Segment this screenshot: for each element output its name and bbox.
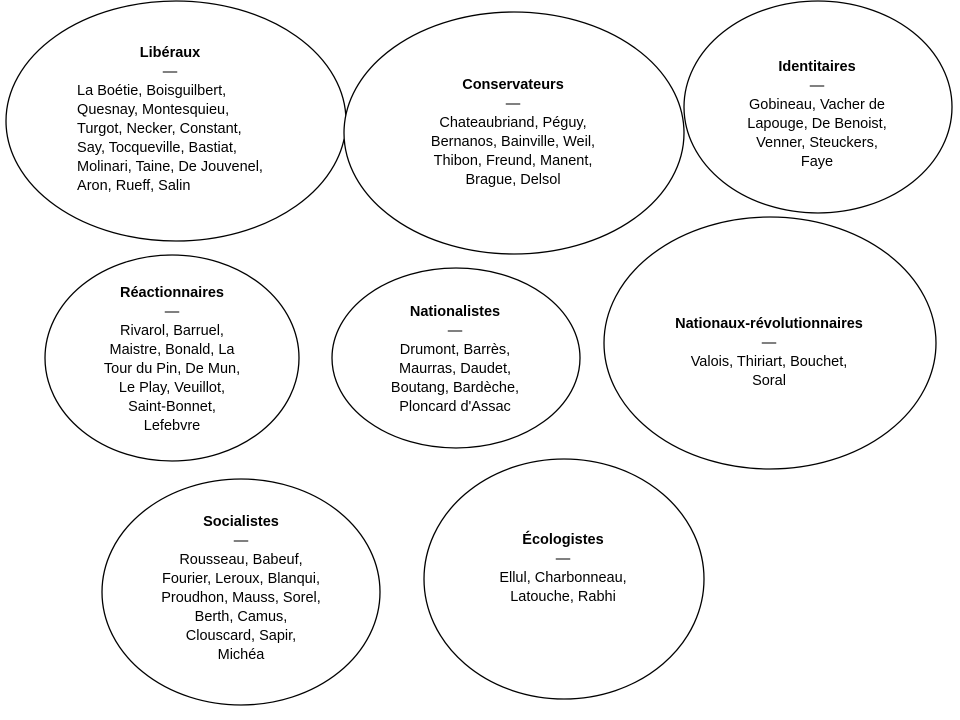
- separator: —: [447, 323, 463, 339]
- group-title: Nationaux-révolutionnaires: [675, 316, 863, 332]
- ellipse-ecologistes: [423, 458, 705, 700]
- separator: —: [809, 78, 825, 94]
- group-members: Rivarol, Barruel, Maistre, Bonald, La To…: [103, 323, 241, 434]
- group-title: Conservateurs: [462, 77, 564, 93]
- separator: —: [505, 96, 521, 112]
- group-members: Drumont, Barrès, Maurras, Daudet, Boutan…: [390, 342, 520, 415]
- group-members: La Boétie, Boisguilbert, Quesnay, Montes…: [77, 83, 263, 194]
- group-nationalistes: Nationalistes — Drumont, Barrès, Maurras…: [391, 303, 519, 417]
- separator: —: [555, 551, 571, 567]
- group-reactionnaires: Réactionnaires — Rivarol, Barruel, Maist…: [104, 284, 240, 436]
- ellipse-conservateurs: [343, 11, 685, 255]
- group-members: Rousseau, Babeuf, Fourier, Leroux, Blanq…: [161, 552, 321, 663]
- separator: —: [761, 335, 777, 351]
- group-title: Identitaires: [778, 59, 856, 75]
- group-members: Ellul, Charbonneau, Latouche, Rabhi: [499, 570, 627, 605]
- group-title: Libéraux: [139, 45, 201, 61]
- separator: —: [164, 304, 180, 320]
- group-title: Réactionnaires: [120, 285, 224, 301]
- ellipse-socialistes: [101, 478, 381, 706]
- ellipse-reactionnaires: [44, 254, 300, 462]
- group-members: Valois, Thiriart, Bouchet, Soral: [690, 354, 848, 389]
- group-socialistes: Socialistes — Rousseau, Babeuf, Fourier,…: [161, 513, 321, 665]
- group-identitaires: Identitaires — Gobineau, Vacher de Lapou…: [747, 58, 886, 172]
- separator: —: [162, 64, 178, 80]
- group-title: Écologistes: [522, 532, 604, 548]
- group-title: Socialistes: [203, 514, 279, 530]
- separator: —: [233, 533, 249, 549]
- group-members: Gobineau, Vacher de Lapouge, De Benoist,…: [747, 97, 887, 170]
- ellipse-nationaux-revolutionnaires: [603, 216, 937, 470]
- ellipse-identitaires: [683, 0, 953, 214]
- group-members: Chateaubriand, Péguy, Bernanos, Bainvill…: [430, 115, 596, 188]
- group-ecologistes: Écologistes — Ellul, Charbonneau, Latouc…: [499, 531, 626, 607]
- group-conservateurs: Conservateurs — Chateaubriand, Péguy, Be…: [431, 76, 595, 190]
- ellipse-nationalistes: [331, 267, 581, 449]
- group-liberaux: Libéraux — La Boétie, Boisguilbert, Ques…: [77, 44, 263, 196]
- group-title: Nationalistes: [409, 304, 501, 320]
- group-nationaux-revolutionnaires: Nationaux-révolutionnaires — Valois, Thi…: [674, 315, 865, 391]
